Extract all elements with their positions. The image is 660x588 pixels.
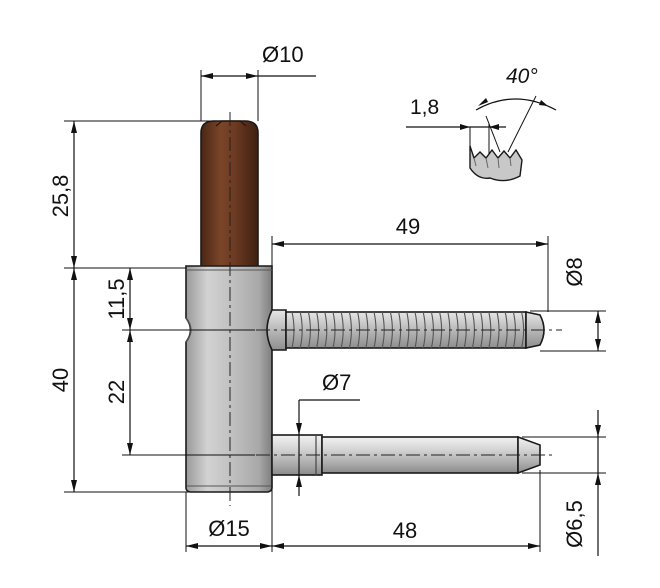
dim-screw-diameter: Ø8 xyxy=(530,257,606,352)
dowel-length-label: 48 xyxy=(393,518,417,543)
dim-dowel-tip-diameter: Ø6,5 xyxy=(522,410,606,556)
dim-dowel-diameter: Ø7 xyxy=(296,370,360,496)
upper-offset-label: 11,5 xyxy=(104,278,129,319)
body-diameter-label: Ø15 xyxy=(208,516,250,541)
dim-screw-length: 49 xyxy=(271,214,549,312)
dim-dowel-length: 48 xyxy=(272,470,541,552)
thread-angle-label: 40° xyxy=(506,65,538,88)
lower-offset-label: 22 xyxy=(104,380,129,404)
dim-pin-height: 25,8 xyxy=(48,120,215,269)
pin-height-label: 25,8 xyxy=(48,175,73,218)
dowel-tip-diameter-label: Ø6,5 xyxy=(562,500,587,548)
thread-crest xyxy=(299,311,303,349)
thread-crest xyxy=(521,311,525,349)
screw-length-label: 49 xyxy=(396,214,420,239)
dim-upper-offset: 11,5 xyxy=(104,268,255,331)
hinge-body xyxy=(185,265,273,493)
dim-total-height: 40 xyxy=(48,268,190,493)
total-height-label: 40 xyxy=(48,368,73,392)
thread-pitch-label: 1,8 xyxy=(410,96,439,119)
dim-body-diameter: Ø15 xyxy=(185,475,273,552)
dim-lower-offset: 22 xyxy=(104,330,255,456)
thread-profile-detail xyxy=(406,95,557,182)
pin-diameter-label: Ø10 xyxy=(262,42,304,67)
dim-pin-diameter: Ø10 xyxy=(200,42,316,121)
dowel-diameter-label: Ø7 xyxy=(322,370,351,395)
screw-diameter-label: Ø8 xyxy=(562,257,587,286)
